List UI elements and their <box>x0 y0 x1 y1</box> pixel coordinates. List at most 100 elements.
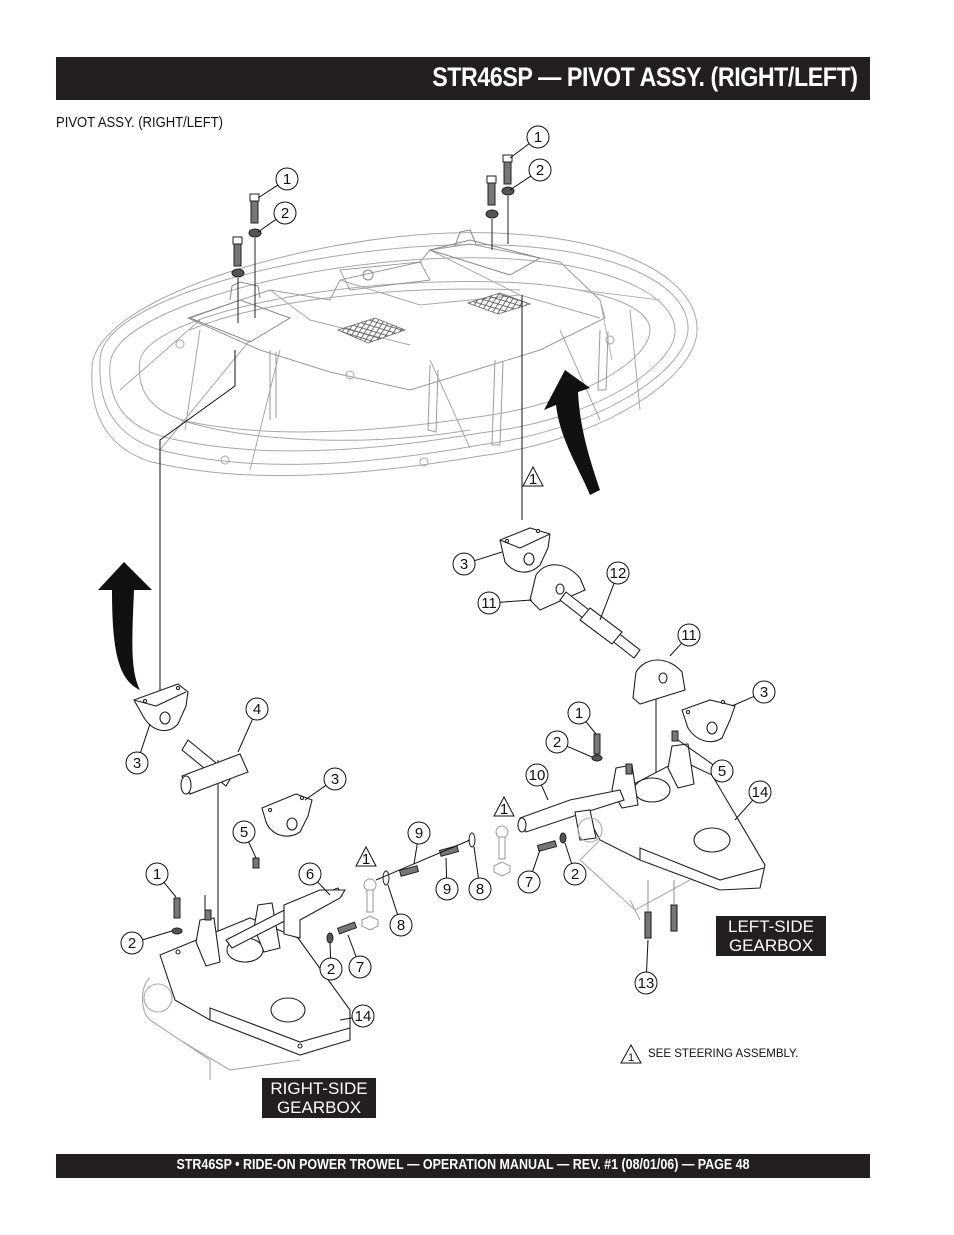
callout-circle <box>567 701 591 725</box>
left-gearbox-label-line-1: LEFT-SIDE <box>728 917 814 936</box>
callout-number: 14 <box>752 784 769 801</box>
callout-leader-line <box>163 882 177 898</box>
callout-ls-lockwasher: 2 <box>563 842 587 886</box>
callout-circle <box>526 125 550 149</box>
callout-leader-line <box>599 583 615 621</box>
callout-circle <box>452 552 476 576</box>
callout-rs-arm: 6 <box>298 862 331 896</box>
mesh-steps <box>336 261 532 344</box>
callout-number: 9 <box>415 825 423 842</box>
callout-ls-arm: 10 <box>525 763 549 801</box>
callout-rs-washer-8: 8 <box>387 884 413 937</box>
callout-number: 1 <box>529 471 537 488</box>
callout-circle <box>606 561 630 585</box>
callout-leader-line <box>585 721 597 735</box>
callout-number: 3 <box>331 771 339 788</box>
callout-pivot-shaft-right: 12 <box>599 561 630 621</box>
callout-steering-ref-ls: 1 <box>493 795 515 818</box>
title-bar: STR46SP — PIVOT ASSY. (RIGHT/LEFT) <box>56 57 870 100</box>
steering-note: 1 SEE STEERING ASSEMBLY. <box>620 1044 798 1064</box>
callout-leader-line <box>304 784 327 801</box>
callout-circle <box>273 201 297 225</box>
callout-number: 10 <box>529 767 546 784</box>
callout-leader-line <box>677 739 714 766</box>
note-symbol: 1 <box>628 1052 634 1064</box>
callout-circle <box>348 955 372 979</box>
callout-circle <box>563 862 587 886</box>
warning-triangle-icon <box>522 465 544 487</box>
callout-leader-line <box>339 1017 353 1021</box>
callout-circle <box>634 971 658 995</box>
callout-right-pivot-block-top: 3 <box>452 551 503 576</box>
callout-leader-line <box>347 934 357 957</box>
callout-number: 12 <box>610 565 627 582</box>
callout-circle <box>323 767 347 791</box>
callout-circle <box>525 763 549 787</box>
footer-text: STR46SP • RIDE-ON POWER TROWEL — OPERATI… <box>176 1157 750 1173</box>
callout-pivot-shaft-left: 4 <box>237 697 269 753</box>
callout-mid-screw-9b: 9 <box>435 857 459 901</box>
warning-triangle-icon <box>355 845 377 867</box>
callout-top-right-washer: 2 <box>509 158 552 191</box>
callout-leader-line <box>142 930 173 941</box>
callout-number: 3 <box>760 684 768 701</box>
callout-number: 1 <box>283 171 291 188</box>
footer-bar: STR46SP • RIDE-ON POWER TROWEL — OPERATI… <box>56 1154 870 1178</box>
callout-top-left-washer: 2 <box>257 201 297 233</box>
callout-rs-lockwasher: 2 <box>319 942 343 981</box>
left-side-gearbox-plate <box>517 743 766 939</box>
callout-circle <box>752 680 776 704</box>
callout-top-left-bolt: 1 <box>257 167 299 199</box>
callout-number: 5 <box>240 824 248 841</box>
callout-pivot-bearing-b: 11 <box>669 623 701 657</box>
right-pivot-parts <box>499 527 736 743</box>
callout-number: 2 <box>536 162 544 179</box>
callout-circle <box>468 877 492 901</box>
callout-ls-plate: 14 <box>734 780 772 821</box>
callout-circle <box>232 820 256 844</box>
callout-ls-bolt-7: 7 <box>517 849 541 894</box>
trowel-frame <box>91 229 698 477</box>
callout-number: 11 <box>681 627 697 644</box>
callout-leader-line <box>445 857 448 879</box>
callout-pivot-bearing-a: 11 <box>477 591 533 615</box>
callout-number: 2 <box>281 205 289 222</box>
callout-circle <box>351 1004 375 1028</box>
callout-leader-line <box>474 551 503 562</box>
callout-number: 7 <box>356 959 364 976</box>
callout-leader-line <box>646 939 649 973</box>
callout-circle <box>319 957 343 981</box>
callout-number: 2 <box>327 961 335 978</box>
callout-leader-line <box>532 849 541 872</box>
note-text: SEE STEERING ASSEMBLY. <box>648 1048 799 1060</box>
callout-circle <box>407 821 431 845</box>
callout-circle <box>545 730 569 754</box>
callout-leader-line <box>540 784 549 801</box>
callout-left-pivot-block-bottom: 3 <box>304 767 347 801</box>
callout-circle <box>298 862 322 886</box>
callout-leader-line <box>413 843 418 865</box>
callout-leader-line <box>669 642 682 657</box>
callout-number: 3 <box>460 556 468 573</box>
callout-rs-plate: 14 <box>339 1004 375 1028</box>
callout-circle <box>145 862 169 886</box>
callout-leader-line <box>509 143 530 159</box>
callout-top-right-bolt: 1 <box>509 125 550 159</box>
callout-number: 13 <box>638 975 655 992</box>
callout-ls-bolt: 1 <box>567 701 597 735</box>
callout-ls-washer: 2 <box>545 730 593 758</box>
callout-leader-line <box>317 881 331 896</box>
page-title: STR46SP — PIVOT ASSY. (RIGHT/LEFT) <box>432 62 859 92</box>
callout-mid-washer-8: 8 <box>468 846 492 901</box>
callout-number: 1 <box>153 866 161 883</box>
callout-left-pivot-block-top: 3 <box>125 723 151 775</box>
callout-rs-bolt-7: 7 <box>347 934 372 979</box>
callout-circle <box>477 591 501 615</box>
callout-number: 2 <box>128 935 136 952</box>
callout-circle <box>528 158 552 182</box>
left-pivot-parts <box>133 683 313 837</box>
callout-rs-bolt: 1 <box>145 862 177 898</box>
callout-number: 8 <box>397 917 405 934</box>
callout-circle <box>389 913 413 937</box>
